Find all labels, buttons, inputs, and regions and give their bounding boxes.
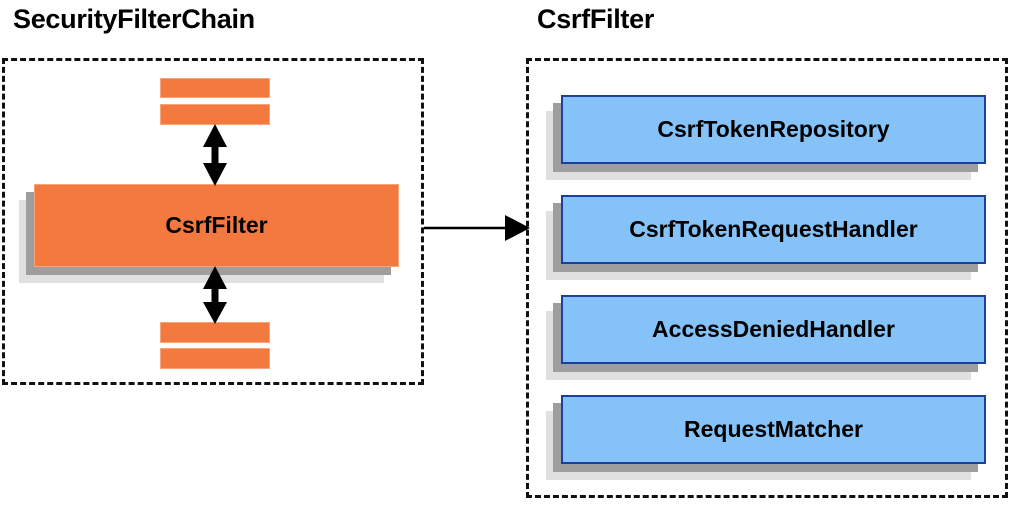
collaborator-box-label: CsrfTokenRepository — [561, 95, 986, 164]
filter-bar-top-1 — [160, 78, 270, 98]
collaborator-box-label: AccessDeniedHandler — [561, 295, 986, 364]
collaborator-box-request-matcher: RequestMatcher — [546, 395, 986, 480]
collaborator-box-label: CsrfTokenRequestHandler — [561, 195, 986, 264]
csrf-filter-box: CsrfFilter — [19, 184, 399, 283]
collaborator-box-csrf-token-repository: CsrfTokenRepository — [546, 95, 986, 180]
csrf-filter-boundary — [526, 58, 1008, 498]
filter-bar-top-2 — [160, 104, 270, 125]
collaborator-box-label: RequestMatcher — [561, 395, 986, 464]
collaborator-box-access-denied-handler: AccessDeniedHandler — [546, 295, 986, 380]
security-filter-chain-boundary — [2, 58, 424, 385]
filter-bar-bottom-2 — [160, 348, 270, 369]
csrf-filter-box-label: CsrfFilter — [34, 184, 399, 267]
left-panel-title: SecurityFilterChain — [13, 4, 255, 34]
right-panel-title: CsrfFilter — [537, 4, 655, 34]
collaborator-box-csrf-token-request-handler: CsrfTokenRequestHandler — [546, 195, 986, 280]
arrow-securityfilterchain-to-csrffilter-icon — [424, 215, 530, 241]
filter-bar-bottom-1 — [160, 322, 270, 343]
